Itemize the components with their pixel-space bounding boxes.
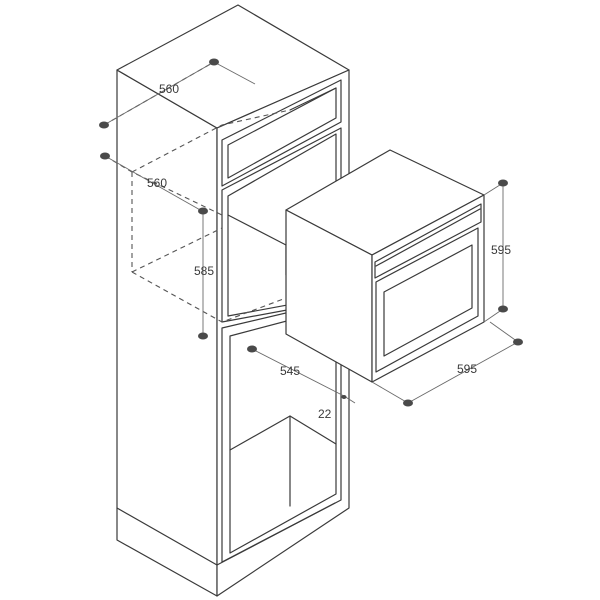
dim-cabinet-top-ext	[213, 61, 256, 85]
cabinet-top-compartment-depth	[289, 87, 337, 111]
cabinet-plinth-line	[116, 507, 218, 566]
dim-dot	[247, 345, 257, 353]
dim-label-oven-width: 595	[457, 362, 477, 376]
dim-cabinet-top-depth-line	[103, 61, 215, 126]
oven-door-window	[383, 244, 473, 357]
niche-hidden-bottom	[131, 271, 287, 323]
cabinet-top-compartment-inner	[227, 87, 337, 179]
dim-label-oven-height: 595	[491, 243, 511, 257]
dim-label-niche-depth: 560	[147, 176, 167, 190]
dim-oven-width-line	[407, 341, 519, 404]
niche-hidden-back-bottom	[131, 227, 223, 273]
dim-niche-depth-line	[104, 155, 203, 212]
dimension-dots	[99, 58, 523, 407]
dim-dot	[99, 121, 109, 129]
dim-dot	[498, 305, 508, 313]
dimension-labels: 560 560 585 545 22 595 595	[147, 82, 511, 421]
dim-oven-width-ext	[489, 321, 519, 343]
dim-dot	[403, 399, 413, 407]
cabinet-top-compartment-outer	[221, 79, 342, 187]
niche-shelf-line	[227, 214, 287, 246]
dim-label-oven-depth: 545	[280, 364, 300, 378]
dim-label-cabinet-top-depth: 560	[159, 82, 179, 96]
oven-control-panel	[374, 203, 482, 279]
dim-dot	[198, 207, 208, 215]
dim-dot	[100, 152, 110, 160]
dim-dot	[198, 332, 208, 340]
dim-dot	[341, 395, 347, 399]
dim-oven-width-ext-left	[371, 381, 409, 404]
niche-hidden-back-top	[131, 109, 291, 173]
dim-dot	[498, 179, 508, 187]
dim-label-front-offset: 22	[318, 407, 332, 421]
oven-door	[375, 227, 479, 373]
oven	[285, 149, 485, 383]
oven-control-panel-line	[375, 208, 481, 267]
dim-oven-depth-line	[251, 348, 345, 397]
dimension-lines	[103, 61, 519, 404]
dim-label-niche-height: 585	[194, 264, 214, 278]
dim-dot	[209, 58, 219, 66]
dim-dot	[513, 338, 523, 346]
